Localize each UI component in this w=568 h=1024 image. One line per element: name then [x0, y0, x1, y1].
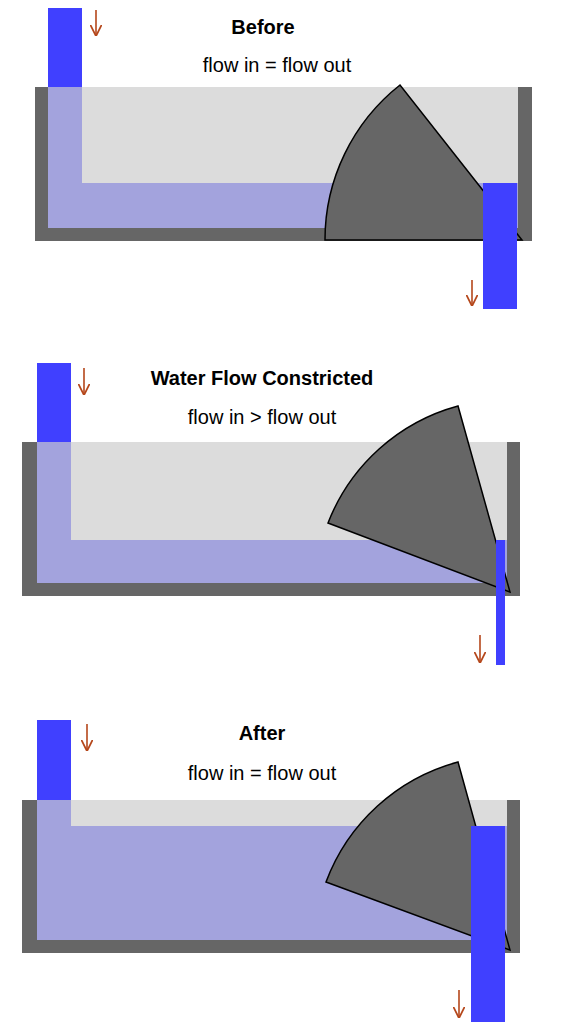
- before-panel: [35, 8, 532, 309]
- outlet-flow: [471, 826, 505, 1022]
- flow-arrow: [86, 724, 88, 750]
- flow-arrow: [479, 635, 481, 662]
- inlet-flow: [37, 363, 71, 442]
- flow-arrow: [471, 280, 473, 305]
- radial-gate: [328, 406, 510, 592]
- inlet-flow: [48, 8, 82, 87]
- inlet-flow: [37, 720, 71, 800]
- outlet-flow: [483, 183, 517, 309]
- panel-heading: After: [239, 721, 286, 745]
- outlet-flow: [496, 540, 505, 665]
- after-panel: [22, 720, 520, 1022]
- constricted-panel: [22, 363, 520, 665]
- flow-balance: flow in > flow out: [188, 405, 336, 429]
- flow-arrow: [83, 368, 85, 394]
- panel-heading: Before: [231, 15, 294, 39]
- flow-balance: flow in = flow out: [188, 761, 336, 785]
- flow-balance: flow in = flow out: [203, 53, 351, 77]
- water: [48, 87, 82, 183]
- water: [37, 442, 71, 540]
- panel-heading: Water Flow Constricted: [151, 366, 374, 390]
- flow-arrow: [95, 10, 97, 35]
- water: [37, 800, 71, 826]
- flow-arrow: [458, 990, 460, 1017]
